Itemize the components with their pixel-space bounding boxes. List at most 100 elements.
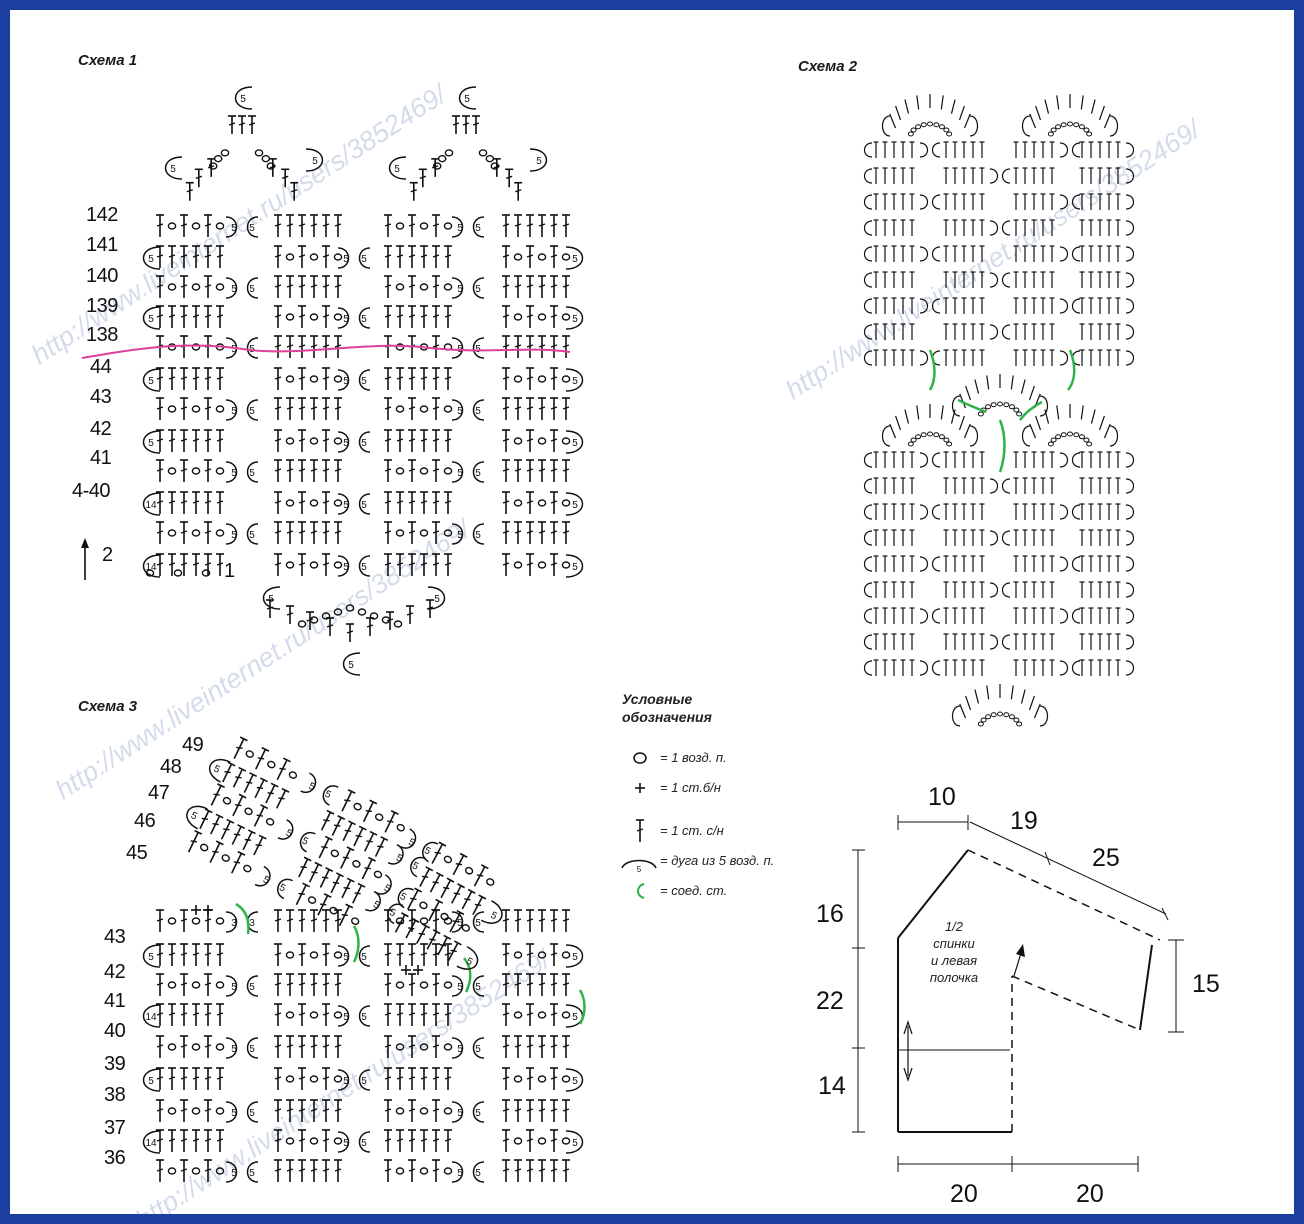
double-crochet-icon (366, 617, 374, 636)
chain-arc-icon (863, 194, 873, 210)
row-number: 48 (160, 756, 182, 778)
chain-stitch-icon (977, 411, 984, 417)
slip-stitch-join (998, 419, 1006, 473)
double-crochet-icon (432, 275, 440, 298)
double-crochet-icon (168, 1067, 176, 1090)
double-crochet-icon (406, 887, 422, 910)
chain-stitch-icon (288, 771, 298, 779)
double-crochet-icon (322, 1129, 330, 1152)
double-crochet-icon (550, 943, 558, 966)
svg-text:5: 5 (382, 883, 392, 896)
double-crochet-icon (216, 367, 224, 390)
chain-stitch-icon (395, 1107, 405, 1115)
double-crochet-icon (156, 909, 164, 932)
svg-text:5: 5 (475, 223, 481, 234)
chain-arc-icon (951, 395, 961, 417)
double-crochet-icon (310, 275, 318, 298)
double-crochet-icon (286, 335, 294, 358)
double-crochet-icon (156, 1129, 164, 1152)
svg-text:5: 5 (572, 1138, 578, 1149)
double-crochet-icon (286, 521, 294, 544)
svg-text:14: 14 (145, 1012, 157, 1023)
svg-text:5: 5 (475, 530, 481, 541)
double-crochet-icon (180, 553, 188, 576)
chain-stitch-icon (920, 122, 927, 128)
chain-stitch-icon (443, 1043, 453, 1051)
arrow-head-icon (81, 538, 89, 548)
dim-width-left: 20 (950, 1180, 978, 1208)
chain-stitch-icon (285, 1011, 295, 1019)
double-crochet-icon (450, 883, 465, 904)
chain-stitch-icon (537, 561, 547, 569)
double-crochet-icon (432, 367, 440, 390)
dim-sleeve-edge: 15 (1192, 970, 1220, 998)
double-crochet-icon (408, 1035, 416, 1058)
chain-arc-icon (863, 556, 873, 572)
chain-stitch-icon (345, 604, 355, 612)
fan-motif: 555 (388, 86, 548, 201)
chain-stitch-icon (1050, 437, 1057, 443)
double-crochet-icon (916, 405, 920, 420)
svg-text:5: 5 (637, 865, 642, 874)
chain-arc-icon (969, 425, 979, 447)
double-crochet-icon (334, 459, 342, 482)
double-crochet-icon (502, 305, 510, 328)
double-crochet-icon (420, 305, 428, 328)
double-crochet-icon (274, 1159, 282, 1182)
scheme-3-title: Схема 3 (78, 698, 138, 715)
chain-arc-icon (863, 660, 873, 676)
double-crochet-icon (502, 397, 510, 420)
legend-item-chain: = 1 возд. п. (660, 750, 727, 765)
pattern-label-line: и левая (930, 953, 978, 968)
double-crochet-icon (408, 275, 416, 298)
double-crochet-icon (322, 1099, 330, 1122)
dim-height-top: 16 (816, 900, 844, 928)
svg-text:5: 5 (394, 164, 400, 175)
double-crochet-icon (216, 491, 224, 514)
double-crochet-icon (322, 275, 330, 298)
chain-stitch-icon (443, 467, 453, 475)
double-crochet-icon (1010, 375, 1014, 390)
double-crochet-icon (432, 973, 440, 996)
chain-stitch-icon (199, 843, 209, 852)
double-crochet-icon (156, 943, 164, 966)
double-crochet-icon (538, 973, 546, 996)
svg-text:5: 5 (361, 376, 367, 387)
slip-stitch-join (957, 398, 987, 414)
chain-stitch-icon (1078, 124, 1085, 130)
double-crochet-icon (180, 305, 188, 328)
svg-text:5: 5 (361, 500, 367, 511)
double-crochet-icon (514, 973, 522, 996)
chain-stitch-icon (1050, 127, 1057, 133)
double-crochet-icon (562, 909, 570, 932)
dim-neck-width: 10 (928, 783, 956, 811)
svg-text:5: 5 (361, 254, 367, 265)
double-crochet-icon (965, 695, 972, 711)
double-crochet-icon (432, 1129, 440, 1152)
double-crochet-icon (384, 943, 392, 966)
chain-stitch-icon (977, 721, 984, 727)
chain-stitch-icon (419, 1107, 429, 1115)
double-crochet-icon (274, 973, 282, 996)
dim-height-bottom: 14 (818, 1072, 846, 1100)
double-crochet-icon (384, 1099, 392, 1122)
chain-stitch-icon (440, 912, 449, 921)
double-crochet-icon (502, 1003, 510, 1026)
double-crochet-icon (274, 367, 282, 390)
svg-text:5: 5 (148, 376, 154, 387)
chain-arc-icon (863, 298, 873, 314)
double-crochet-icon (286, 459, 294, 482)
svg-text:5: 5 (398, 891, 408, 904)
double-crochet-icon (420, 245, 428, 268)
double-crochet-icon (550, 1035, 558, 1058)
double-crochet-icon (432, 1159, 440, 1182)
double-crochet-icon (274, 553, 282, 576)
double-crochet-icon (396, 491, 404, 514)
svg-text:5: 5 (231, 284, 237, 295)
double-crochet-icon (420, 491, 428, 514)
